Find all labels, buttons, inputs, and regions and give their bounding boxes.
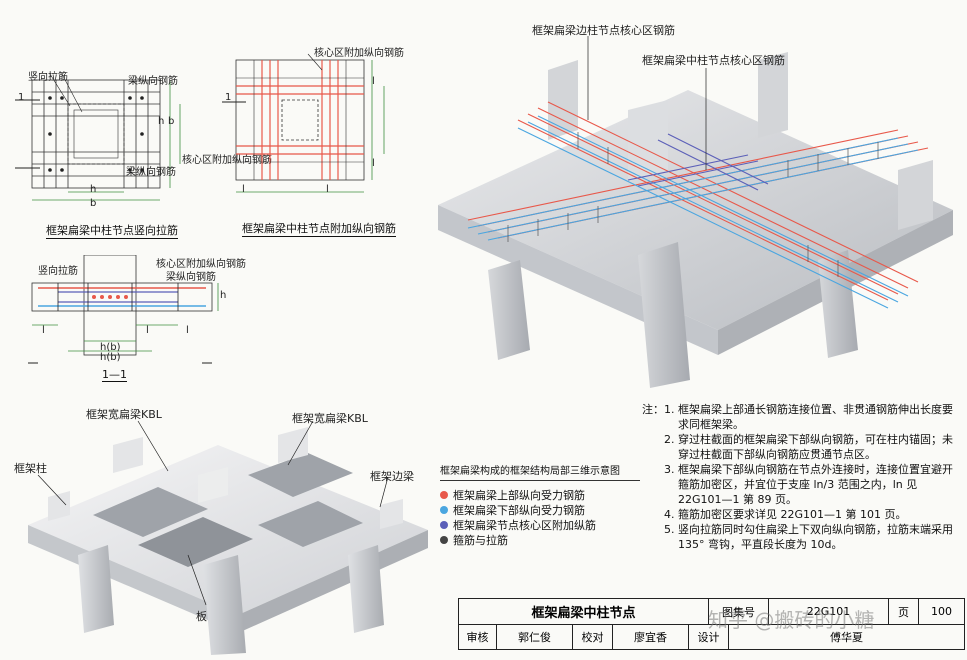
label-hc-bc-sec: h(b) bbox=[100, 342, 121, 353]
caption-plan-extra-bars: 框架扁梁中柱节点附加纵向钢筋 bbox=[242, 222, 396, 237]
label-beam-long-sec: 梁纵向钢筋 bbox=[166, 272, 216, 283]
legend-dot-stirrup bbox=[440, 535, 448, 544]
label-bc-tl: b bbox=[90, 198, 97, 209]
legend-item-stirrup: 箍筋与拉筋 bbox=[440, 532, 640, 547]
label-frame-column: 框架柱 bbox=[14, 462, 47, 475]
label-lae-tr-3: l bbox=[326, 184, 329, 195]
legend-label: 箍筋与拉筋 bbox=[453, 533, 508, 547]
legend-item-core-bar: 框架扁梁节点核心区附加纵筋 bbox=[440, 517, 640, 532]
legend-title: 框架扁梁构成的框架结构局部三维示意图 bbox=[440, 462, 640, 481]
label-hb-tl: h bbox=[158, 116, 165, 127]
concrete-3d-drawing bbox=[28, 420, 428, 655]
legend-label: 框架扁梁上部纵向受力钢筋 bbox=[453, 488, 585, 502]
section-mark-tl: 1 bbox=[18, 92, 25, 103]
drawing-title: 框架扁梁中柱节点 bbox=[459, 599, 709, 624]
plan-vertical-ties-drawing bbox=[15, 73, 181, 201]
note-item: 4.箍筋加密区要求详见 22G101—1 第 101 页。 bbox=[664, 508, 907, 521]
label-lae-sec-left: l bbox=[42, 325, 45, 336]
title-block: 框架扁梁中柱节点 图集号 22G101 页 100 审核 郭仁俊 校对 廖宜香 … bbox=[458, 598, 965, 650]
label-edge-beam: 框架边梁 bbox=[370, 470, 414, 483]
legend: 框架扁梁构成的框架结构局部三维示意图 框架扁梁上部纵向受力钢筋 框架扁梁下部纵向… bbox=[440, 462, 640, 547]
label-h-sec: h bbox=[220, 290, 227, 301]
signature-row: 审核 郭仁俊 校对 廖宜香 设计 傅华夏 bbox=[459, 625, 964, 649]
label-lae-tr-2: l bbox=[242, 184, 245, 195]
label-lae-tr-4: l bbox=[372, 158, 375, 169]
label-mid-core-rebar: 框架扁梁中柱节点核心区钢筋 bbox=[642, 54, 785, 67]
legend-dot-core bbox=[440, 520, 448, 529]
note-item: 2.穿过柱截面的框架扁梁下部纵向钢筋，可在柱内锚固；未穿过柱截面下部纵向钢筋应贯… bbox=[664, 433, 953, 461]
label-bb-tl: b bbox=[168, 116, 175, 127]
notes-block: 注： 1.框架扁梁上部通长钢筋连接位置、非贯通钢筋伸出长度要求同框架梁。 2.穿… bbox=[642, 402, 962, 552]
legend-dot-bottom bbox=[440, 505, 448, 514]
label-lae-sec-right: l bbox=[186, 325, 189, 336]
caption-plan-vertical-ties: 框架扁梁中柱节点竖向拉筋 bbox=[46, 224, 178, 239]
label-kbl-right: 框架宽扁梁KBL bbox=[292, 412, 368, 425]
label-core-extra-tl: 核心区附加纵向钢筋 bbox=[182, 155, 272, 166]
label-hb-bb-sec: h(b) bbox=[100, 352, 121, 363]
section-1-1-drawing bbox=[28, 255, 219, 364]
legend-item-top-bar: 框架扁梁上部纵向受力钢筋 bbox=[440, 487, 640, 502]
legend-label: 框架扁梁节点核心区附加纵筋 bbox=[453, 518, 596, 532]
note-item: 5.竖向拉筋同时勾住扁梁上下双向纵向钢筋，拉筋末端采用 135° 弯钩，平直段长… bbox=[664, 523, 953, 551]
watermark: 知乎 @搬砖的小糖 bbox=[708, 608, 875, 632]
design-name: 傅华夏 bbox=[830, 631, 863, 644]
label-kbl-left: 框架宽扁梁KBL bbox=[86, 408, 162, 421]
atlas-label: 图集号 bbox=[709, 599, 769, 624]
legend-item-bottom-bar: 框架扁梁下部纵向受力钢筋 bbox=[440, 502, 640, 517]
note-item: 1.框架扁梁上部通长钢筋连接位置、非贯通钢筋伸出长度要求同框架梁。 bbox=[664, 403, 953, 431]
page-label: 页 bbox=[889, 599, 919, 624]
label-lae-tr-1: l bbox=[372, 76, 375, 87]
page-number: 100 bbox=[931, 605, 952, 618]
label-edge-core-rebar: 框架扁梁边柱节点核心区钢筋 bbox=[532, 24, 675, 37]
label-slab: 板 bbox=[196, 610, 207, 623]
label-core-extra-sec: 核心区附加纵向钢筋 bbox=[156, 259, 246, 270]
notes-title: 注： bbox=[642, 403, 664, 416]
label-beam-long-bar-tl-2: 梁纵向钢筋 bbox=[126, 167, 176, 178]
section-mark-tr: 1 bbox=[225, 92, 232, 103]
check-label: 校对 bbox=[573, 625, 613, 649]
legend-label: 框架扁梁下部纵向受力钢筋 bbox=[453, 503, 585, 517]
check-name: 廖宜香 bbox=[613, 625, 689, 649]
label-core-extra-tr: 核心区附加纵向钢筋 bbox=[314, 48, 404, 59]
review-label: 审核 bbox=[459, 625, 497, 649]
note-item: 3.框架扁梁下部纵向钢筋在节点外连接时，连接位置宜避开箍筋加密区，并宜位于支座 … bbox=[664, 463, 953, 506]
label-beam-long-bar-tl: 梁纵向钢筋 bbox=[128, 76, 178, 87]
caption-section-1-1: 1—1 bbox=[102, 368, 127, 382]
plan-extra-bars-drawing bbox=[222, 53, 385, 193]
title-row: 框架扁梁中柱节点 图集号 22G101 页 100 bbox=[459, 599, 964, 625]
label-hc-tl: h bbox=[90, 184, 97, 195]
atlas-number: 22G101 bbox=[769, 599, 889, 624]
label-vertical-tie-sec: 竖向拉筋 bbox=[38, 266, 78, 277]
legend-dot-top bbox=[440, 490, 448, 499]
review-name: 郭仁俊 bbox=[497, 625, 573, 649]
design-label: 设计 bbox=[689, 625, 729, 649]
iso-rebar-3d-drawing bbox=[438, 36, 953, 388]
label-lae-sec-mid: l bbox=[146, 325, 149, 336]
label-vertical-tie-tl: 竖向拉筋 bbox=[28, 72, 68, 83]
